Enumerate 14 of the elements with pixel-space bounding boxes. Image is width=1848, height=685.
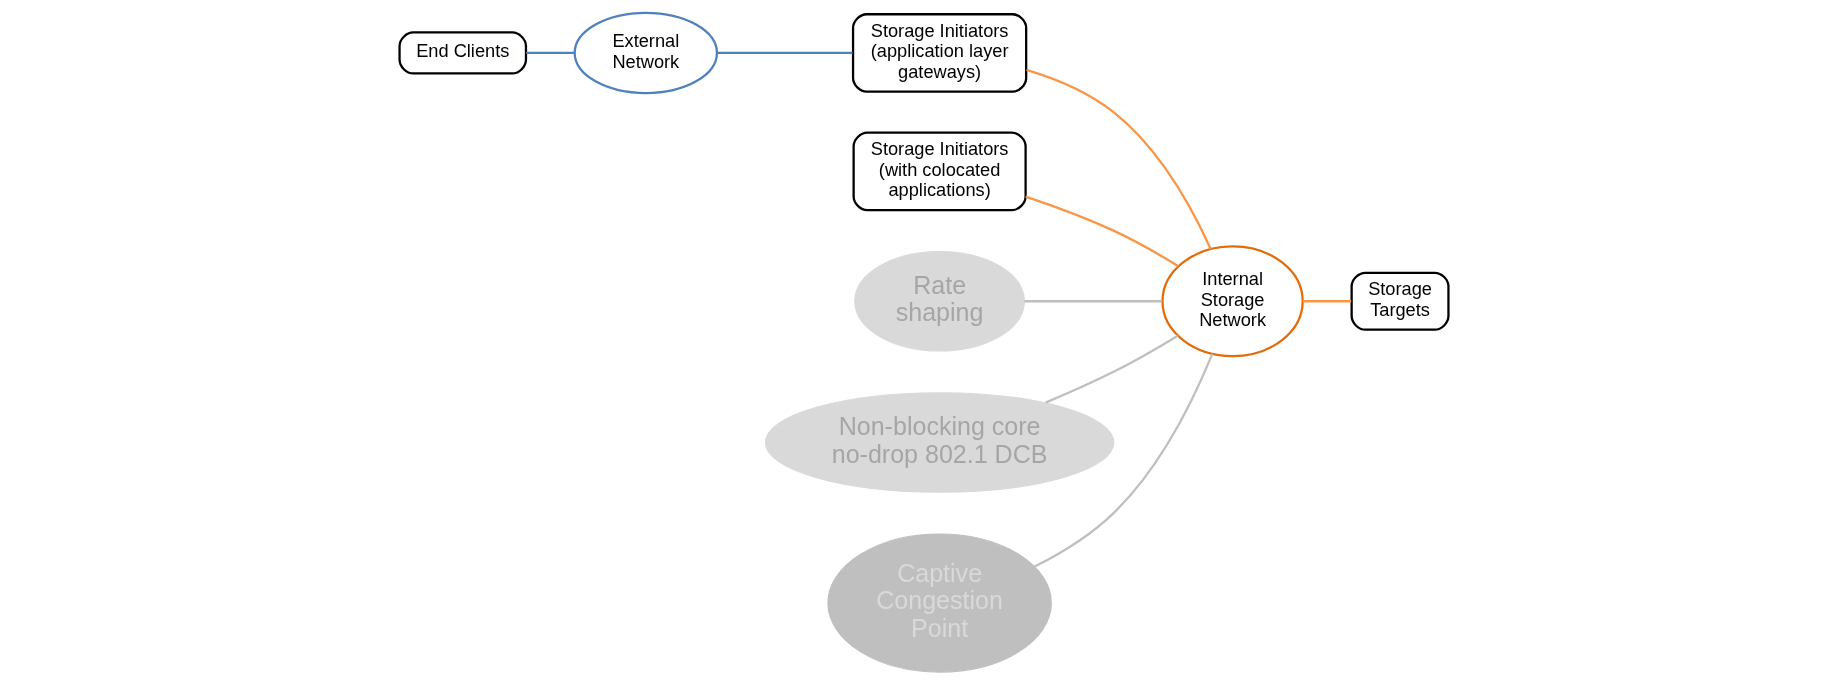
connector	[1034, 353, 1214, 568]
node-ellipse: Internal Storage Network	[1161, 245, 1304, 358]
connector	[1045, 334, 1179, 404]
connector	[1025, 195, 1180, 268]
connector	[1302, 300, 1352, 303]
connector	[1024, 300, 1163, 303]
node-box: Storage Initiators (application layer gateways)	[851, 13, 1028, 93]
node-box: End Clients	[398, 31, 528, 75]
node-ellipse: External Network	[573, 11, 719, 95]
node-box: Storage Targets	[1350, 271, 1450, 331]
connector	[716, 51, 853, 55]
connector	[1026, 68, 1212, 250]
connector	[526, 51, 575, 55]
node-box: Storage Initiators (with colocated applications)	[852, 131, 1027, 212]
